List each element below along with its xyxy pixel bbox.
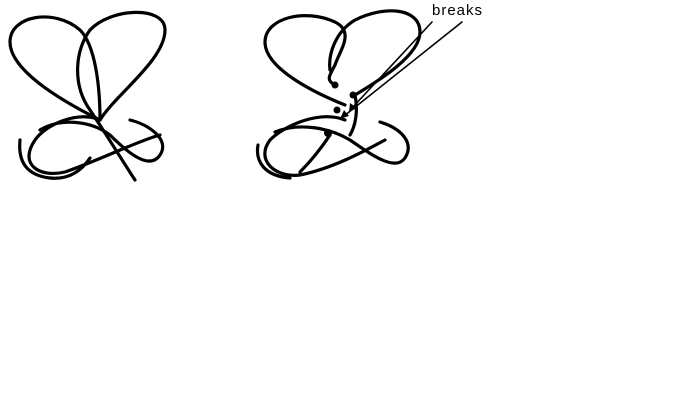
knot-panel-2 bbox=[257, 11, 462, 178]
knot-panel-1 bbox=[10, 12, 165, 180]
breaks-annotation-label: breaks bbox=[432, 2, 483, 19]
